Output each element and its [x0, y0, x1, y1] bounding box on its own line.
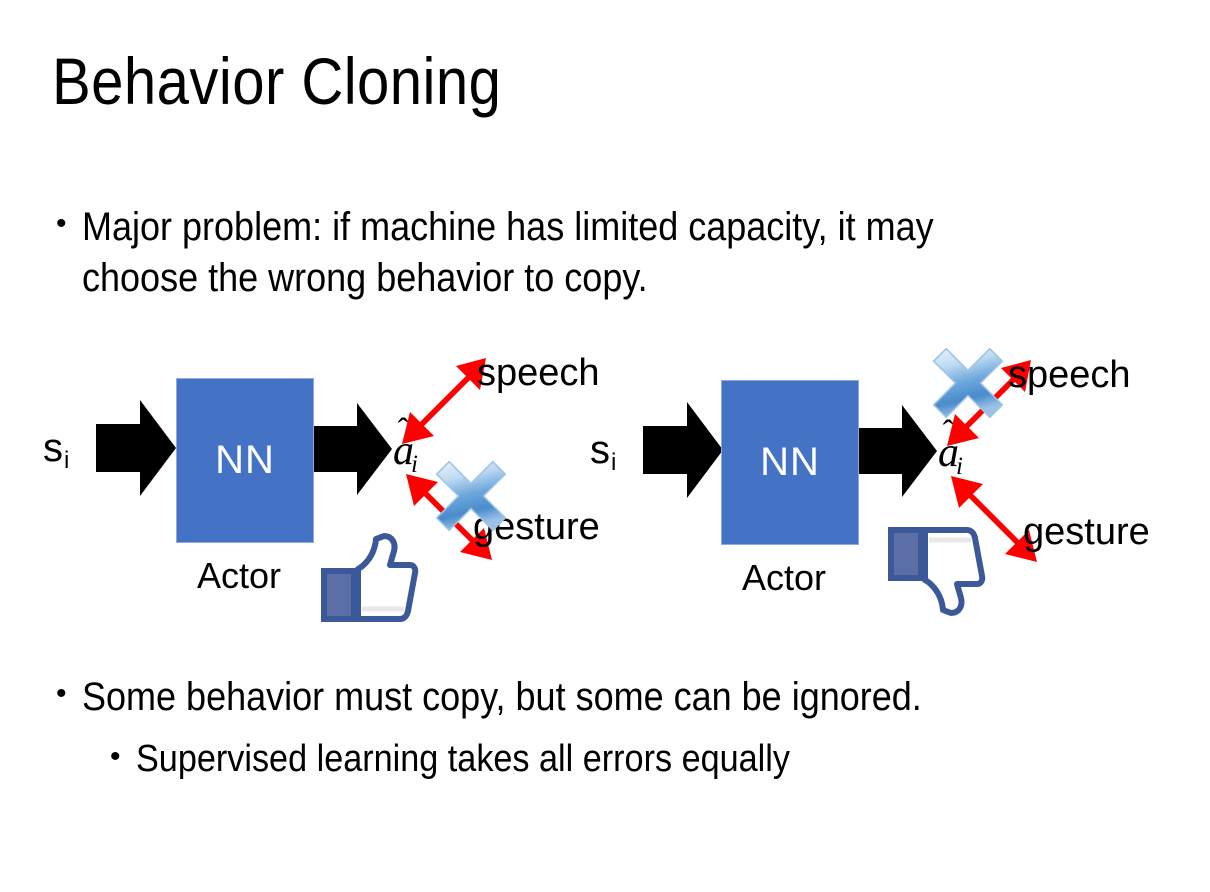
- bullet-item-3: • Supervised learning takes all errors e…: [110, 735, 1170, 784]
- nn-box-label: NN: [760, 440, 820, 484]
- hat-accent-icon: ˆ: [942, 414, 954, 452]
- input-arrow-right: [643, 402, 723, 498]
- bullet-marker: •: [110, 740, 121, 773]
- cross-out-icon-gesture-left: [432, 457, 510, 535]
- hat-accent-icon: ˆ: [397, 412, 409, 450]
- bullet-item-1: • Major problem: if machine has limited …: [56, 202, 1166, 304]
- branch-label-gesture-right: gesture: [1023, 511, 1150, 553]
- input-state-label-right: si: [590, 428, 617, 476]
- branch-label-speech-left: speech: [477, 352, 600, 394]
- branch-arrow-speech-left: [398, 356, 488, 451]
- actor-caption-right: Actor: [742, 557, 827, 598]
- bullet-text: Major problem: if machine has limited ca…: [82, 205, 934, 301]
- nn-box-right: NN: [721, 380, 859, 545]
- nn-box-left: NN: [176, 378, 314, 543]
- nn-box-label: NN: [215, 438, 275, 482]
- cross-out-icon-speech-right: [929, 344, 1007, 422]
- bullet-text: Some behavior must copy, but some can be…: [82, 675, 922, 719]
- thumbs-down-icon: [885, 527, 986, 616]
- bullet-marker: •: [56, 207, 67, 240]
- branch-arrow-gesture-right: [949, 472, 1041, 567]
- actor-caption-left: Actor: [197, 555, 282, 596]
- thumbs-up-icon: [318, 533, 419, 622]
- slide-title: Behavior Cloning: [52, 44, 502, 118]
- bullet-text: Supervised learning takes all errors equ…: [136, 738, 790, 780]
- output-arrow-left: [314, 403, 392, 495]
- branch-label-speech-right: speech: [1008, 354, 1131, 396]
- input-state-label-left: si: [43, 426, 70, 474]
- bullet-marker: •: [56, 677, 67, 710]
- bullet-item-2: • Some behavior must copy, but some can …: [56, 672, 1176, 723]
- input-arrow-left: [96, 400, 176, 496]
- output-arrow-right: [859, 405, 937, 497]
